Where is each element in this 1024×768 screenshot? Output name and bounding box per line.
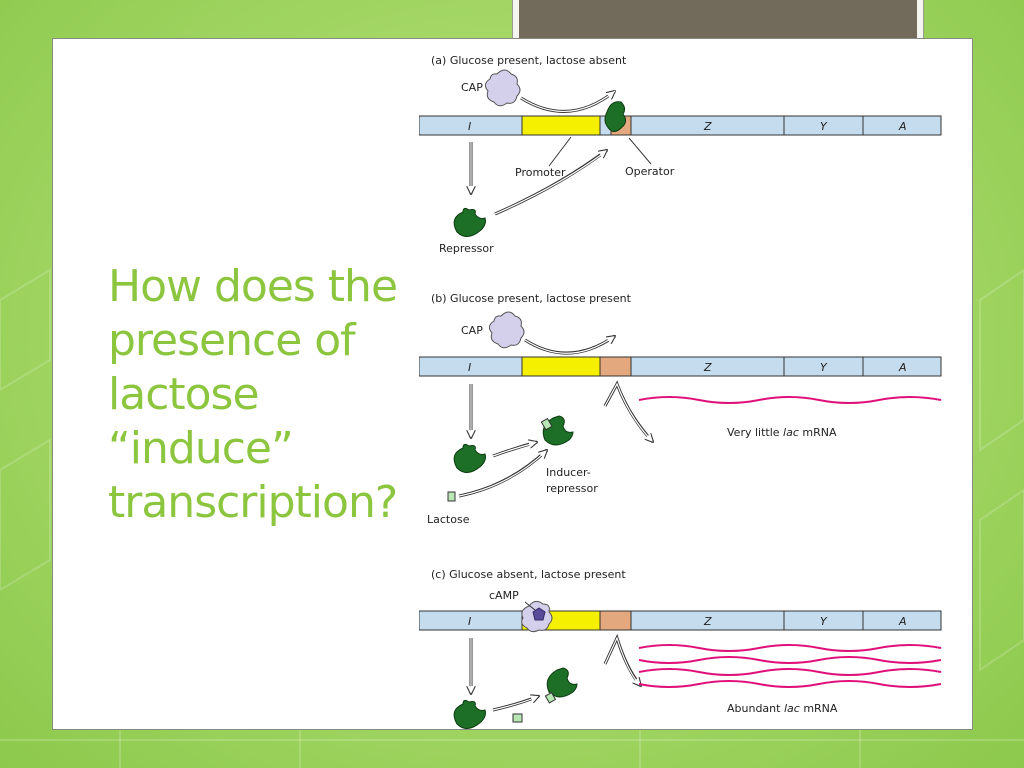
panel-b-gene-y: Y [820,361,828,374]
panel-a-gene-i: I [468,120,471,133]
panel-a-bound-repressor [604,101,627,132]
panel-c-inducer-repressor [546,667,578,698]
panel-c-mrna-label: Abundant lac mRNA [727,702,838,715]
panel-b-promoter [521,356,601,377]
panel-c-gene-i: I [468,615,471,628]
panel-b-lactose [447,491,456,502]
panel-a-heading: (a) Glucose present, lactose absent [431,54,627,67]
panel-c-heading: (c) Glucose absent, lactose present [431,568,626,581]
panel-b-repressor [453,443,486,473]
panel-b-cap-label: CAP [461,324,483,337]
panel-b-lactose-label: Lactose [427,513,470,526]
slide-title: How does the presence of lactose “induce… [108,261,398,528]
panel-c-gene-y: Y [820,615,828,628]
panel-a-promoter-label: Promoter [515,166,566,179]
panel-b-cap-protein [488,311,525,349]
panel-a-cap-protein [484,69,521,107]
panel-a-gene-y: Y [820,120,828,133]
panel-b-gene-a: A [898,361,907,374]
panel-b-inducer-label-2: repressor [546,482,598,495]
panel-b-inducer-label-1: Inducer- [546,466,591,479]
panel-c-operator [599,610,632,631]
panel-b: (b) Glucose present, lactose present CAP… [419,292,942,526]
panel-b-gene-i: I [468,361,471,374]
panel-c-mrna [638,644,942,688]
panel-a-repressor-label: Repressor [439,242,494,255]
panel-b-mrna [638,396,942,404]
lac-operon-figure: (a) Glucose present, lactose absent CAP … [419,54,942,729]
panel-b-heading: (b) Glucose present, lactose present [431,292,632,305]
panel-a-gene-z: Z [703,120,712,133]
panel-c-repressor [453,699,486,729]
panel-c-camp-label: cAMP [489,589,519,602]
panel-a-cap-label: CAP [461,81,483,94]
panel-c-gene-z: Z [703,615,712,628]
panel-c: (c) Glucose absent, lactose present cAMP… [419,568,942,729]
panel-a-repressor [453,207,486,237]
panel-c-lactose [512,713,523,723]
panel-b-gene-z: Z [703,361,712,374]
panel-c-gene-a: A [898,615,907,628]
panel-a-promoter [521,115,601,136]
panel-b-mrna-label: Very little lac mRNA [727,426,837,439]
panel-a: (a) Glucose present, lactose absent CAP … [419,54,942,255]
panel-a-gene-a: A [898,120,907,133]
panel-b-operator [599,356,632,377]
panel-a-operator-label: Operator [625,165,675,178]
